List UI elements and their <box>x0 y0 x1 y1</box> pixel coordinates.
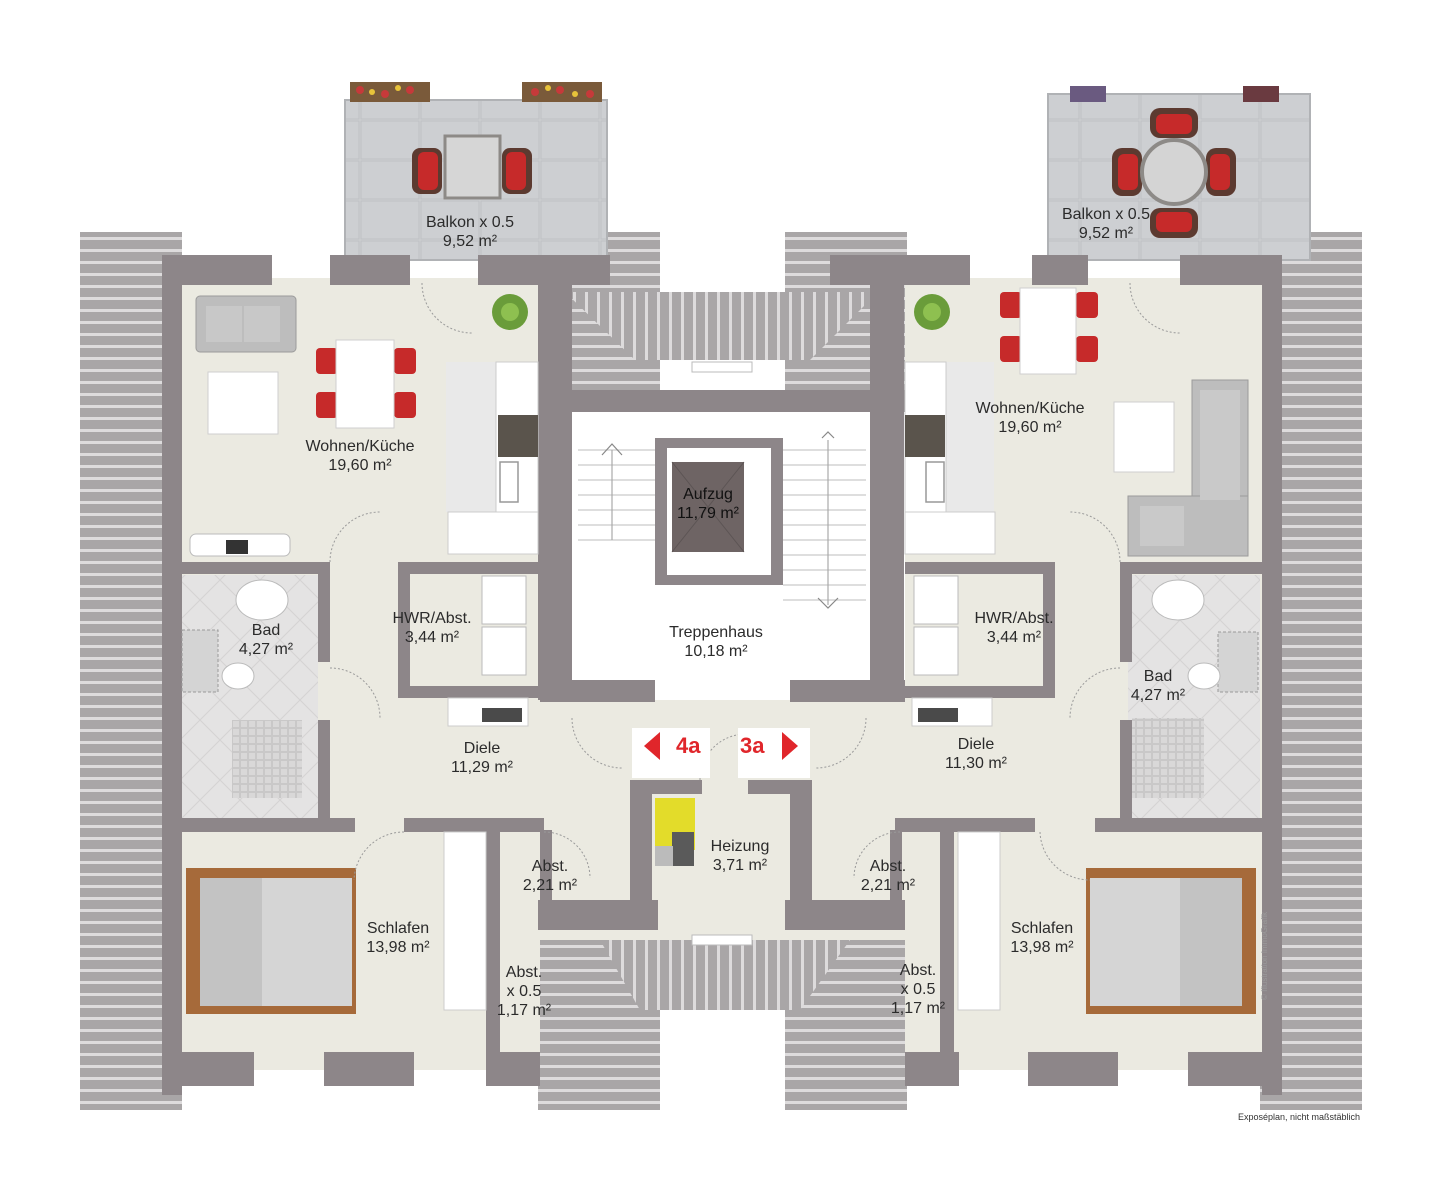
room-area: 1,17 m² <box>890 999 946 1017</box>
room-name: Bad <box>251 622 281 639</box>
kitchen-right <box>904 361 996 555</box>
room-area: 3,44 m² <box>404 628 460 646</box>
unit-label-right: 3a <box>740 733 765 758</box>
room-name: Abst. <box>899 962 937 979</box>
room-name: Abst. <box>505 964 543 981</box>
kitchen-left <box>446 361 539 555</box>
room-area: 11,30 m² <box>945 754 1007 772</box>
label-diele-right: Diele 11,30 m² <box>945 736 1007 774</box>
room-area: 3,71 m² <box>712 856 768 874</box>
room-area: 11,79 m² <box>677 504 739 522</box>
room-name: Heizung <box>710 838 770 855</box>
room-name: Wohnen/Küche <box>305 438 415 455</box>
room-name: HWR/Abst. <box>392 610 472 627</box>
label-schlafen-right: Schlafen 13,98 m² <box>1010 920 1073 958</box>
room-name: Balkon x 0.5 <box>1061 206 1151 223</box>
room-area: 11,29 m² <box>451 758 513 776</box>
label-balkon-left: Balkon x 0.5 9,52 m² <box>426 214 514 252</box>
room-name: Balkon x 0.5 <box>425 214 515 231</box>
label-abst-half-right: Abst. x 0.5 1,17 m² <box>891 962 945 1019</box>
label-bad-left: Bad 4,27 m² <box>239 622 293 660</box>
footnote: Exposéplan, nicht maßstäblich <box>1237 1112 1360 1122</box>
room-area: 9,52 m² <box>442 232 498 250</box>
label-wohnen-right: Wohnen/Küche 19,60 m² <box>975 400 1084 438</box>
room-name: Schlafen <box>1010 920 1074 937</box>
room-name: Wohnen/Küche <box>975 400 1085 417</box>
heater <box>655 798 695 866</box>
label-abst-half-left: Abst. x 0.5 1,17 m² <box>497 964 551 1021</box>
room-name: Bad <box>1143 668 1173 685</box>
room-factor: x 0.5 <box>900 980 936 998</box>
room-area: 2,21 m² <box>522 876 578 894</box>
credit-text: © Illustration ImmoGrafik <box>1260 911 1269 1000</box>
room-area: 4,27 m² <box>1130 686 1186 704</box>
balcony-right <box>1047 86 1311 261</box>
door-swings <box>329 282 1181 881</box>
room-area: 19,60 m² <box>998 418 1062 436</box>
unit-label-left: 4a <box>676 733 701 758</box>
label-abst-right: Abst. 2,21 m² <box>861 858 915 896</box>
room-area: 19,60 m² <box>328 456 392 474</box>
room-factor: x 0.5 <box>506 982 542 1000</box>
unit-markers <box>632 728 810 778</box>
room-name: Treppenhaus <box>669 624 763 641</box>
room-name: Abst. <box>869 858 907 875</box>
label-aufzug: Aufzug 11,79 m² <box>677 486 739 524</box>
label-hwr-left: HWR/Abst. 3,44 m² <box>392 610 471 648</box>
label-abst-left: Abst. 2,21 m² <box>523 858 577 896</box>
walls <box>162 255 1282 1095</box>
balcony-left <box>344 82 608 261</box>
staircase <box>578 431 866 609</box>
room-area: 2,21 m² <box>860 876 916 894</box>
label-bad-right: Bad 4,27 m² <box>1131 668 1185 706</box>
label-hwr-right: HWR/Abst. 3,44 m² <box>974 610 1053 648</box>
room-name: Abst. <box>531 858 569 875</box>
label-diele-left: Diele 11,29 m² <box>451 740 513 778</box>
room-area: 13,98 m² <box>1010 938 1074 956</box>
room-name: Aufzug <box>683 486 733 503</box>
label-heizung: Heizung 3,71 m² <box>711 838 770 876</box>
room-area: 10,18 m² <box>684 642 748 660</box>
furniture-right <box>911 287 1259 1014</box>
room-area: 13,98 m² <box>366 938 430 956</box>
label-treppenhaus: Treppenhaus 10,18 m² <box>669 624 763 662</box>
room-area: 1,17 m² <box>496 1001 552 1019</box>
room-area: 4,27 m² <box>238 640 294 658</box>
furniture-left <box>181 294 529 1014</box>
room-name: Diele <box>957 736 995 753</box>
room-area: 3,44 m² <box>986 628 1042 646</box>
label-schlafen-left: Schlafen 13,98 m² <box>366 920 429 958</box>
room-area: 9,52 m² <box>1078 224 1134 242</box>
label-balkon-right: Balkon x 0.5 9,52 m² <box>1062 206 1150 244</box>
room-name: Diele <box>463 740 501 757</box>
label-wohnen-left: Wohnen/Küche 19,60 m² <box>305 438 414 476</box>
room-name: HWR/Abst. <box>974 610 1054 627</box>
roof-center-bottom <box>538 925 907 1110</box>
room-name: Schlafen <box>366 920 430 937</box>
